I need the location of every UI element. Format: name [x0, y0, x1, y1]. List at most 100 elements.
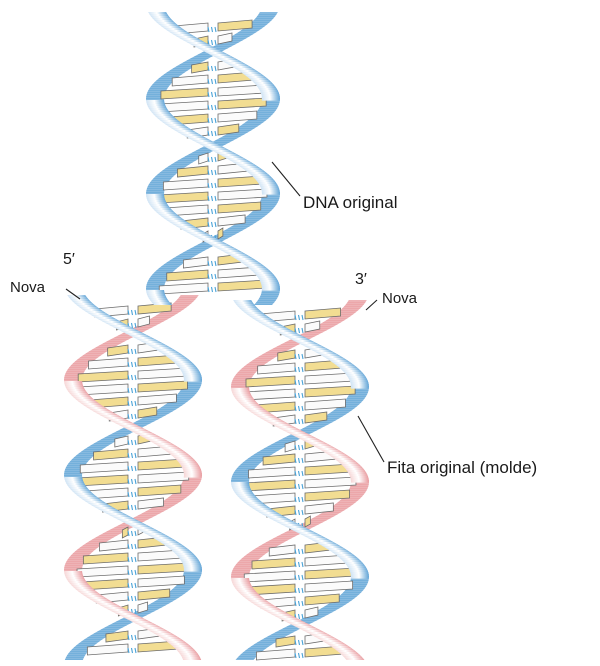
hydrogen-bond	[132, 453, 133, 458]
hydrogen-bond	[212, 157, 213, 162]
left-daughter-helix-strand-a-segment	[184, 475, 202, 478]
parent-helix-base-pair	[169, 111, 257, 125]
hydrogen-bond	[302, 445, 303, 450]
hydrogen-bond	[302, 458, 303, 463]
hydrogen-bond	[132, 349, 133, 354]
parent-helix-base-pair	[160, 98, 266, 112]
left-daughter-helix-strand-a-segment	[183, 659, 201, 660]
hydrogen-bond	[299, 497, 300, 502]
hydrogen-bond	[212, 261, 213, 266]
hydrogen-bond	[299, 380, 300, 385]
hydrogen-bond	[135, 492, 136, 497]
hydrogen-bond	[299, 549, 300, 554]
parent-helix-base-pair	[167, 267, 260, 281]
hydrogen-bond	[132, 557, 133, 562]
hydrogen-bond	[135, 544, 136, 549]
hydrogen-bond	[212, 131, 213, 136]
hydrogen-bond	[132, 492, 133, 497]
base-right	[305, 477, 356, 488]
right-daughter-helix-base-pair	[255, 399, 346, 413]
hydrogen-bond	[135, 466, 136, 471]
hydrogen-bond	[302, 640, 303, 645]
hydrogen-bond	[212, 27, 213, 32]
hydrogen-bond	[212, 183, 213, 188]
hydrogen-bond	[135, 349, 136, 354]
hydrogen-bond	[135, 375, 136, 380]
hydrogen-bond	[212, 209, 213, 214]
right-daughter-helix-base-pair	[245, 386, 355, 400]
hydrogen-bond	[135, 583, 136, 588]
base-right	[138, 368, 188, 379]
base-right	[305, 568, 356, 579]
hydrogen-bond	[302, 562, 303, 567]
hydrogen-bond	[132, 596, 133, 601]
right-daughter-helix-base-pair	[244, 568, 355, 582]
hydrogen-bond	[212, 222, 213, 227]
parent-helix-base-pair	[163, 176, 262, 190]
hydrogen-bond	[215, 27, 216, 32]
right-daughter-helix-base-pair	[249, 464, 352, 478]
hydrogen-bond	[135, 505, 136, 510]
hydrogen-bond	[302, 484, 303, 489]
hydrogen-bond	[212, 105, 213, 110]
hydrogen-bond	[215, 287, 216, 292]
label-3-prime-end: 3′	[355, 272, 367, 288]
parent-helix-base-pair	[165, 202, 260, 216]
hydrogen-bond	[132, 388, 133, 393]
hydrogen-bond	[302, 328, 303, 333]
parent-helix-strand-b-segment	[153, 304, 172, 305]
hydrogen-bond	[132, 479, 133, 484]
right-daughter-helix-base-pair	[252, 555, 348, 569]
parent-helix-strand-a-segment	[262, 288, 280, 291]
base-left	[249, 467, 295, 478]
hydrogen-bond	[302, 471, 303, 476]
right-daughter-helix-base-pair	[244, 477, 356, 491]
base-left	[161, 88, 208, 99]
hydrogen-bond	[215, 118, 216, 123]
right-daughter-helix-strand-b-segment	[351, 480, 369, 483]
hydrogen-bond	[302, 315, 303, 320]
left-daughter-helix-base-pair	[89, 355, 178, 369]
left-daughter-helix-strand-b-segment	[184, 379, 202, 382]
hydrogen-bond	[215, 66, 216, 71]
hydrogen-bond	[302, 510, 303, 515]
base-left	[244, 480, 295, 491]
hydrogen-bond	[132, 648, 133, 653]
hydrogen-bond	[302, 614, 303, 619]
hydrogen-bond	[299, 315, 300, 320]
hydrogen-bond	[135, 440, 136, 445]
base-right	[218, 98, 266, 109]
hydrogen-bond	[302, 588, 303, 593]
hydrogen-bond	[302, 406, 303, 411]
hydrogen-bond	[212, 40, 213, 45]
hydrogen-bond	[215, 222, 216, 227]
label-dna-original: DNA original	[303, 194, 398, 211]
hydrogen-bond	[132, 466, 133, 471]
hydrogen-bond	[302, 367, 303, 372]
hydrogen-bond	[132, 505, 133, 510]
hydrogen-bond	[299, 614, 300, 619]
hydrogen-bond	[302, 380, 303, 385]
right-daughter-helix-base-pair	[263, 451, 337, 465]
hydrogen-bond	[132, 635, 133, 640]
base-left	[159, 192, 208, 203]
hydrogen-bond	[132, 362, 133, 367]
hydrogen-bond	[135, 453, 136, 458]
left-daughter-helix-base-pair	[87, 641, 178, 655]
hydrogen-bond	[135, 362, 136, 367]
parent-helix-strand-a-segment	[262, 98, 280, 101]
hydrogen-bond	[135, 414, 136, 419]
base-left	[246, 376, 295, 387]
left-daughter-helix-base-pair	[85, 485, 181, 499]
left-daughter-helix-base-pair	[78, 368, 188, 382]
base-left	[163, 179, 208, 190]
hydrogen-bond	[135, 310, 136, 315]
hydrogen-bond	[132, 414, 133, 419]
hydrogen-bond	[299, 510, 300, 515]
hydrogen-bond	[215, 209, 216, 214]
hydrogen-bond	[299, 393, 300, 398]
hydrogen-bond	[132, 440, 133, 445]
hydrogen-bond	[302, 601, 303, 606]
base-right	[218, 189, 267, 200]
hydrogen-bond	[212, 196, 213, 201]
